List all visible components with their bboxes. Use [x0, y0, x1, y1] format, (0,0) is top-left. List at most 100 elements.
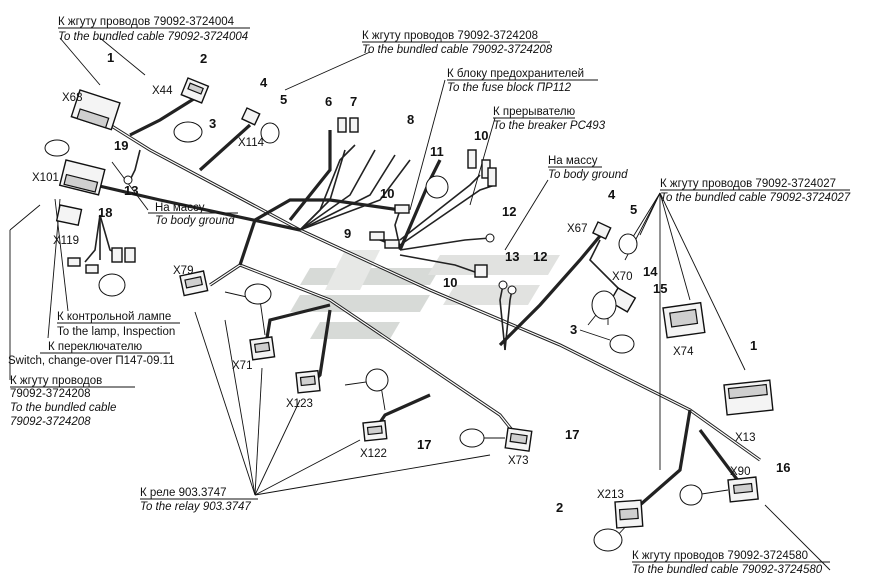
label-cable-3724027-ru: К жгуту проводов 79092-3724027 [660, 178, 836, 190]
label-cable-3724004-ru: К жгуту проводов 79092-3724004 [58, 16, 235, 28]
text-labels: К жгуту проводов 79092-3724004 To the bu… [8, 16, 851, 576]
terminal-10a [467, 149, 477, 169]
thin-wires [84, 144, 621, 351]
label-cable-3724580-en: To the bundled cable 79092-3724580 [632, 564, 823, 576]
leader-lines [9, 37, 831, 571]
label-left-cable-1: К жгуту проводов [10, 375, 102, 387]
label-relay-ru: К реле 903.3747 [140, 487, 227, 499]
terminal-lamp-b [124, 247, 136, 263]
callout-4a: 4 [260, 75, 268, 90]
label-breaker-ru: К прерывателю [493, 106, 576, 118]
ring-terminal-ground [123, 175, 133, 185]
code-x70: X70 [612, 271, 632, 283]
label-left-cable-3: To the bundled cable [10, 402, 116, 414]
callout-1b: 1 [750, 338, 757, 353]
terminal-10d [394, 204, 410, 214]
connector-x90 [727, 476, 759, 503]
connector-x119 [55, 204, 83, 227]
callout-10a: 10 [474, 128, 488, 143]
callout-numbers: 1 2 3 4 5 6 7 8 10 11 19 13 18 10 12 9 1… [98, 50, 790, 515]
connector-x122 [362, 419, 388, 442]
code-x114: X114 [238, 137, 265, 149]
terminal-9b [384, 239, 400, 249]
code-x101: X101 [32, 172, 59, 184]
callout-13b: 13 [505, 249, 519, 264]
code-x90: X90 [730, 466, 750, 478]
terminal-6 [337, 117, 347, 133]
connector-x13 [723, 379, 774, 416]
connector-x101 [58, 159, 106, 196]
callout-19: 19 [114, 138, 128, 153]
inset-x90 [679, 484, 703, 506]
connector-x79 [179, 270, 209, 297]
terminal-7 [349, 117, 359, 133]
callout-13a: 13 [124, 183, 138, 198]
label-body-ground-en: To body ground [155, 215, 235, 227]
inset-11 [425, 175, 449, 199]
callout-17a: 17 [565, 427, 579, 442]
label-breaker-en: To the breaker РС493 [493, 120, 606, 132]
callout-18: 18 [98, 205, 112, 220]
code-x71: X71 [232, 360, 252, 372]
inset-3c [609, 334, 635, 354]
terminal-10e [474, 264, 488, 278]
inset-x79 [244, 283, 272, 305]
label-lamp-ru: К контрольной лампе [57, 311, 171, 323]
connector-x73 [504, 427, 533, 452]
connector-x213 [614, 499, 644, 529]
code-x67: X67 [567, 223, 587, 235]
label-lamp-en: To the lamp, Inspection [57, 326, 175, 338]
terminal-10c [487, 167, 497, 187]
label-cable-3724208-en: To the bundled cable 79092-3724208 [362, 44, 553, 56]
connector-x74 [662, 301, 706, 339]
label-fuse-en: To the fuse block ПР112 [447, 82, 572, 94]
code-x123: X123 [286, 398, 313, 410]
connector-x68 [70, 89, 121, 131]
connector-x67 [591, 221, 612, 240]
code-x13: X13 [735, 432, 755, 444]
callout-2a: 2 [200, 51, 207, 66]
label-body-ground-ru: На массу [155, 202, 205, 214]
label-cable-3724580-ru: К жгуту проводов 79092-3724580 [632, 550, 808, 562]
inset-5b [618, 233, 638, 255]
inset-x123 [365, 368, 389, 392]
label-cable-3724004-en: To the bundled cable 79092-3724004 [58, 31, 248, 43]
callout-8: 8 [407, 112, 414, 127]
code-x74: X74 [673, 346, 694, 358]
label-ground-ru: На массу [548, 155, 598, 167]
callout-2b: 2 [556, 500, 563, 515]
callout-6: 6 [325, 94, 332, 109]
connector-x44 [180, 77, 210, 104]
callout-12a: 12 [502, 204, 516, 219]
ring-terminal-12b [507, 285, 517, 295]
callout-4b: 4 [608, 187, 616, 202]
code-x122: X122 [360, 448, 387, 460]
callout-3b: 3 [570, 322, 577, 337]
inset-x213 [593, 528, 623, 552]
label-cable-3724208-ru: К жгуту проводов 79092-3724208 [362, 30, 538, 42]
label-switch-ru: К переключателю [48, 341, 143, 353]
terminal-switch-b [85, 264, 99, 274]
connector-codes: X68 X44 X114 X101 X119 X79 X71 X123 X122… [32, 85, 755, 501]
code-x44: X44 [152, 85, 173, 97]
callout-5a: 5 [280, 92, 287, 107]
connector-x123 [295, 369, 321, 394]
code-x213: X213 [597, 489, 624, 501]
inset-3a [173, 121, 203, 143]
inset-x119 [98, 273, 126, 297]
inset-3b [591, 290, 617, 320]
main-harness [94, 93, 761, 507]
label-left-cable-2: 79092-3724208 [10, 388, 91, 400]
callout-11: 11 [430, 144, 444, 159]
detail-insets [44, 121, 703, 552]
connector-x114 [240, 107, 261, 126]
terminal-9a [369, 231, 385, 241]
inset-x73 [459, 428, 485, 448]
inset-5a [260, 122, 280, 144]
terminal-lamp-a [111, 247, 123, 263]
code-x68: X68 [62, 92, 82, 104]
callout-1a: 1 [107, 50, 114, 65]
code-x119: X119 [53, 235, 79, 247]
callout-7: 7 [350, 94, 357, 109]
